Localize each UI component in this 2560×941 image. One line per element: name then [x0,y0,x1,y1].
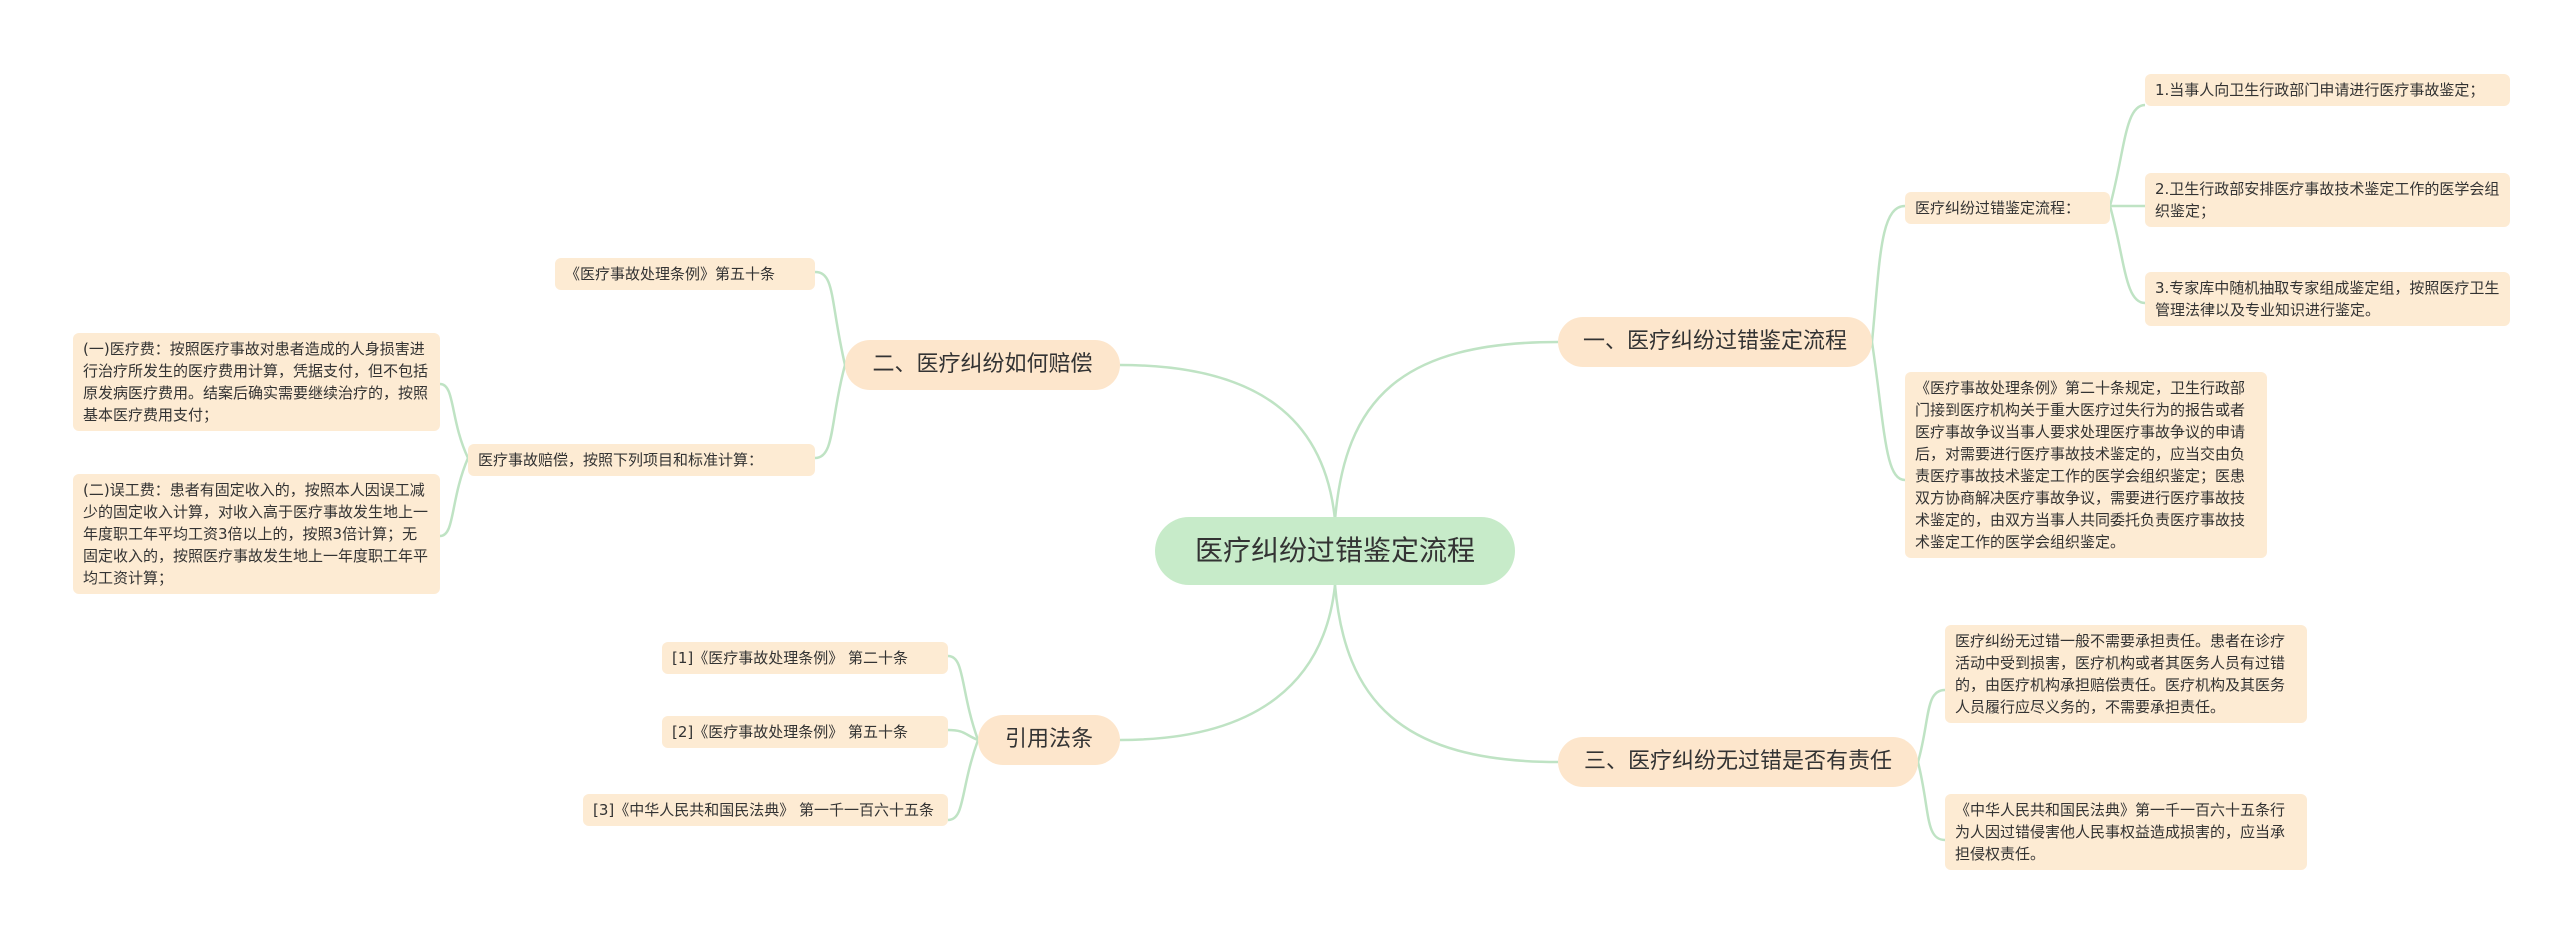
civil-code-article[interactable]: 《中华人民共和国民法典》第一千一百六十五条行为人因过错侵害他人民事权益造成损害的… [1945,794,2307,870]
link-center-b1 [1333,340,1559,521]
branch-no-fault-liability[interactable]: 三、医疗纠纷无过错是否有责任 [1558,737,1918,787]
branch-identification-process[interactable]: 一、医疗纠纷过错鉴定流程 [1558,317,1872,367]
cited-law-1[interactable]: [1]《医疗事故处理条例》 第二十条 [662,642,948,674]
link-b3-item1 [1916,688,1946,763]
no-fault-explanation[interactable]: 医疗纠纷无过错一般不需要承担责任。患者在诊疗活动中受到损害，医疗机构或者其医务人… [1945,625,2307,723]
process-step-2[interactable]: 2.卫生行政部安排医疗事故技术鉴定工作的医学会组织鉴定； [2145,173,2510,227]
link-process-step3 [2108,205,2146,305]
link-comp-item2 [439,457,470,538]
process-step-3[interactable]: 3.专家库中随机抽取专家组成鉴定组，按照医疗卫生管理法律以及专业知识进行鉴定。 [2145,272,2510,326]
link-b3-item2 [1916,761,1946,842]
link-b4-item1 [947,654,980,741]
link-process-step1 [2108,103,2146,207]
process-step-1[interactable]: 1.当事人向卫生行政部门申请进行医疗事故鉴定； [2145,74,2510,106]
compensation-medical-fee[interactable]: (一)医疗费：按照医疗事故对患者造成的人身损害进行治疗所发生的医疗费用计算，凭据… [73,333,440,431]
link-b1-process [1870,204,1906,343]
link-b2-compensation [814,364,847,460]
link-b1-regulation [1870,341,1906,482]
link-center-b3 [1333,584,1559,764]
process-label-node[interactable]: 医疗纠纷过错鉴定流程： [1905,192,2110,224]
cited-law-2[interactable]: [2]《医疗事故处理条例》 第五十条 [662,716,948,748]
link-b4-item2 [947,728,979,742]
link-b4-item3 [947,739,980,822]
central-topic[interactable]: 医疗纠纷过错鉴定流程 [1155,517,1515,585]
compensation-standard[interactable]: 医疗事故赔偿，按照下列项目和标准计算： [468,444,815,476]
link-b2-article [814,270,847,366]
compensation-lost-wages[interactable]: (二)误工费：患者有固定收入的，按照本人因误工减少的固定收入计算，对收入高于医疗… [73,474,440,594]
link-comp-item1 [439,382,470,459]
branch-compensation[interactable]: 二、医疗纠纷如何赔偿 [845,340,1120,390]
regulation-article-50[interactable]: 《医疗事故处理条例》第五十条 [555,258,815,290]
branch-cited-laws[interactable]: 引用法条 [978,715,1120,765]
regulation-article-20[interactable]: 《医疗事故处理条例》第二十条规定，卫生行政部门接到医疗机构关于重大医疗过失行为的… [1905,372,2267,558]
link-center-b2 [1119,363,1337,521]
link-center-b4 [1119,584,1337,742]
cited-law-3[interactable]: [3]《中华人民共和国民法典》 第一千一百六十五条 [583,794,948,826]
